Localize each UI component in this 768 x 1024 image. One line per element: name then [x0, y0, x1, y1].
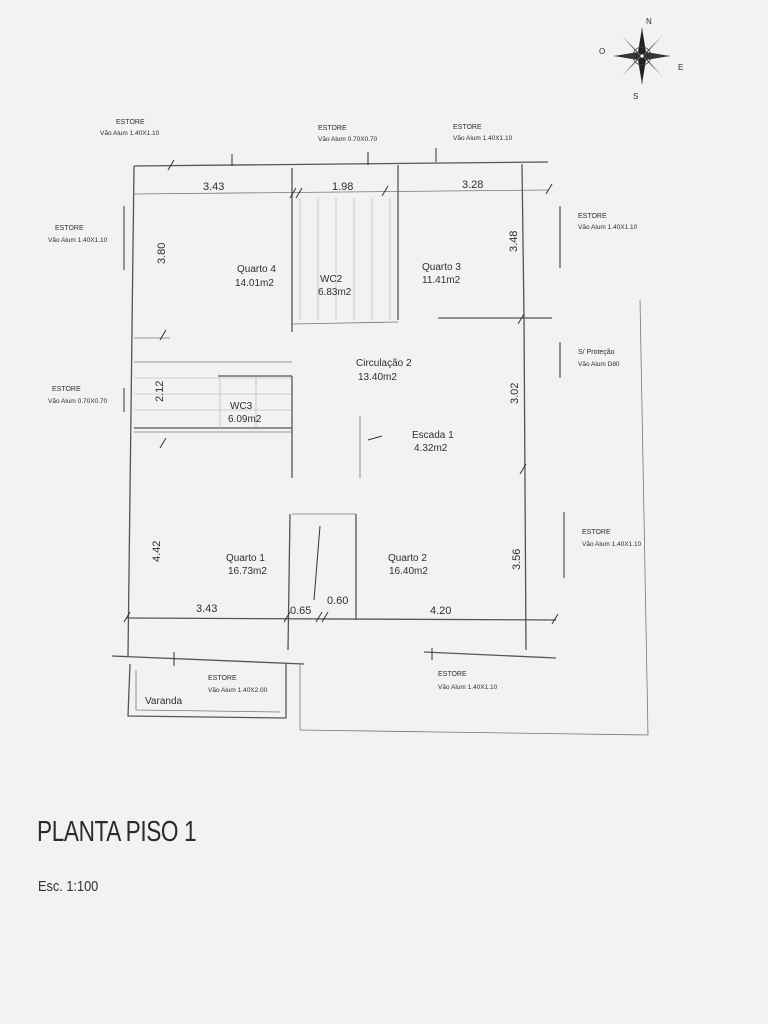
wc2-hatch: [299, 198, 391, 320]
compass-rose-icon: [614, 28, 670, 84]
room-name-wc3: WC3: [230, 401, 253, 412]
room-name-varanda: Varanda: [145, 696, 183, 707]
room-area-wc3: 6.09m2: [228, 414, 262, 425]
window-label-6: S/ Proteção: [578, 349, 615, 356]
room-name-circulacao-2: Circulação 2: [356, 358, 412, 369]
dim-quarto1-width: 3.43: [196, 603, 217, 615]
window-spec-10: Vão Alum 1.40X1.10: [438, 684, 498, 691]
compass-east: E: [678, 63, 683, 72]
room-area-circulacao-2: 13.40m2: [358, 372, 397, 383]
room-name-quarto-1: Quarto 1: [226, 553, 265, 564]
window-label-7: ESTORE: [52, 386, 81, 393]
dim-wc2-width: 1.98: [332, 181, 353, 193]
window-markers: [123, 148, 565, 666]
window-spec-5: Vão Alum 1.40X1.10: [578, 224, 638, 231]
window-spec-6: Vão Alum D80: [578, 361, 620, 368]
room-name-quarto-4: Quarto 4: [237, 264, 276, 275]
dim-quarto2-width: 4.20: [430, 605, 451, 617]
compass-west: O: [599, 47, 605, 56]
room-area-quarto-4: 14.01m2: [235, 278, 274, 289]
window-spec-8: Vão Alum 1.40X1.10: [582, 541, 642, 548]
window-label-5: ESTORE: [578, 213, 607, 220]
dim-door-0-60: 0.60: [327, 595, 348, 607]
room-area-escada-1: 4.32m2: [414, 443, 448, 454]
window-label-8: ESTORE: [582, 529, 611, 536]
window-spec-2: Vão Alum 0.70X0.70: [318, 136, 378, 143]
compass-north: N: [646, 17, 652, 26]
window-label-3: ESTORE: [453, 124, 482, 131]
window-label-10: ESTORE: [438, 671, 467, 678]
room-area-quarto-1: 16.73m2: [228, 566, 267, 577]
window-label-9: ESTORE: [208, 675, 237, 682]
window-label-4: ESTORE: [55, 225, 84, 232]
page-title: PLANTA PISO 1: [37, 816, 197, 848]
room-name-escada-1: Escada 1: [412, 430, 454, 441]
dim-quarto2-depth: 3.56: [511, 549, 523, 570]
window-spec-9: Vão Alum 1.40X2.00: [208, 687, 268, 694]
dim-circulation-depth: 3.02: [509, 383, 521, 404]
room-area-wc2: 6.83m2: [318, 287, 352, 298]
window-spec-4: Vão Alum 1.40X1.10: [48, 237, 108, 244]
dim-wc3-depth: 2.12: [154, 381, 166, 402]
wc3-hatch: [134, 377, 292, 428]
dim-quarto4-width: 3.43: [203, 181, 224, 193]
window-label-2: ESTORE: [318, 125, 347, 132]
dim-quarto4-depth: 3.80: [156, 243, 168, 264]
room-name-quarto-2: Quarto 2: [388, 553, 427, 564]
scale-note: Esc. 1:100: [38, 878, 99, 895]
dim-quarto3-depth: 3.48: [508, 231, 520, 252]
dim-wall-0-65: 0.65: [290, 605, 311, 617]
window-label-1: ESTORE: [116, 119, 145, 126]
window-spec-7: Vão Alum 0.70X0.70: [48, 398, 108, 405]
room-area-quarto-3: 11.41m2: [422, 275, 461, 286]
room-area-quarto-2: 16.40m2: [389, 566, 428, 577]
dim-quarto3-width: 3.28: [462, 179, 483, 191]
window-spec-3: Vão Alum 1.40X1.10: [453, 135, 513, 142]
window-spec-1: Vão Alum 1.40X1.10: [100, 130, 160, 137]
dim-quarto1-depth: 4.42: [151, 541, 163, 562]
compass-south: S: [633, 92, 638, 101]
room-name-wc2: WC2: [320, 274, 343, 285]
dimension-ticks: [123, 159, 559, 625]
room-name-quarto-3: Quarto 3: [422, 262, 461, 273]
walls: [111, 161, 649, 736]
